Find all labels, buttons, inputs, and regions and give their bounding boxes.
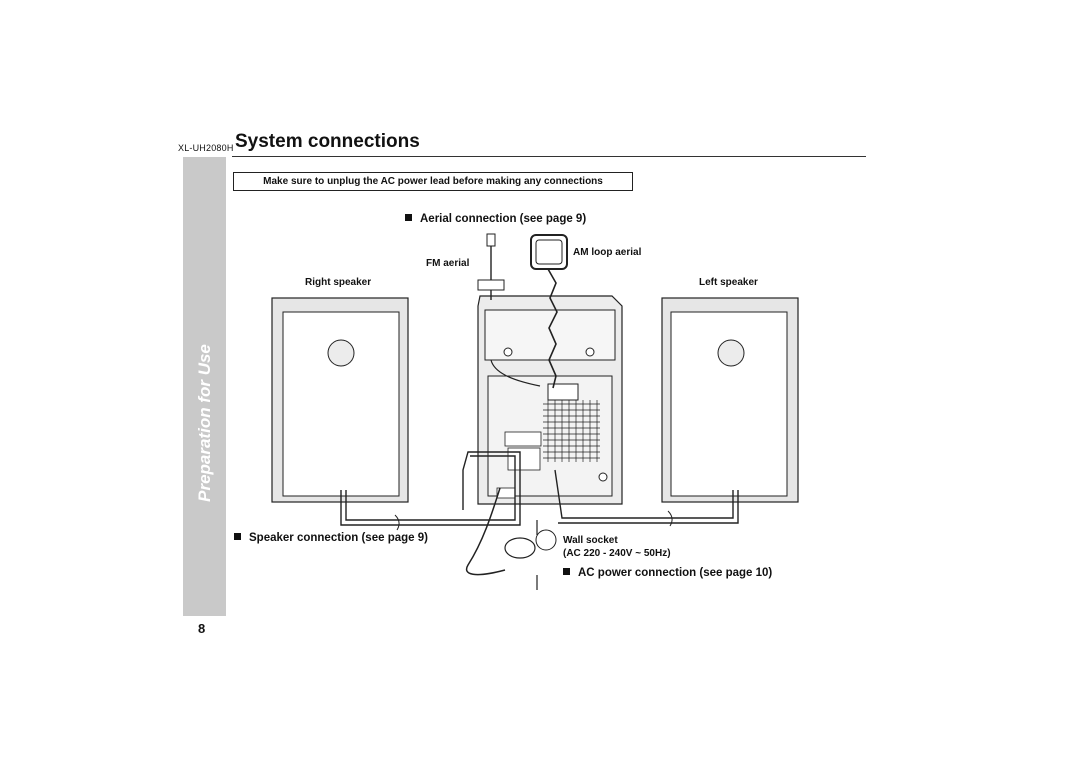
left-speaker-drawing [661, 297, 799, 503]
title-divider [232, 156, 866, 157]
bullet-icon [234, 533, 241, 540]
speaker-connection-heading: Speaker connection (see page 9) [234, 532, 428, 544]
ac-power-connection-heading: AC power connection (see page 10) [563, 567, 772, 579]
am-loop-aerial-drawing [530, 234, 568, 389]
aerial-connection-heading: Aerial connection (see page 9) [405, 213, 586, 225]
ac-power-connection-text: AC power connection (see page 10) [578, 567, 773, 579]
fm-aerial-label: FM aerial [426, 258, 470, 269]
fm-aerial-drawing [477, 233, 541, 387]
ac-spec-label: (AC 220 - 240V ~ 50Hz) [563, 548, 671, 559]
left-speaker-label: Left speaker [699, 277, 758, 288]
speaker-connection-text: Speaker connection (see page 9) [249, 532, 428, 544]
am-aerial-label: AM loop aerial [573, 247, 642, 258]
bullet-icon [563, 568, 570, 575]
right-speaker-label: Right speaker [305, 277, 372, 288]
wall-socket-label: Wall socket [563, 535, 618, 546]
aerial-connection-text: Aerial connection (see page 9) [420, 213, 587, 225]
ac-power-lead [465, 487, 557, 590]
bullet-icon [405, 214, 412, 221]
page-title: System connections [235, 131, 420, 152]
section-sidebar: Preparation for Use [183, 157, 226, 616]
model-number: XL-UH2080H [178, 143, 234, 153]
warning-box: Make sure to unplug the AC power lead be… [233, 172, 633, 191]
speaker-wires [340, 451, 739, 531]
right-speaker-drawing [271, 297, 409, 503]
page-number: 8 [198, 621, 206, 636]
